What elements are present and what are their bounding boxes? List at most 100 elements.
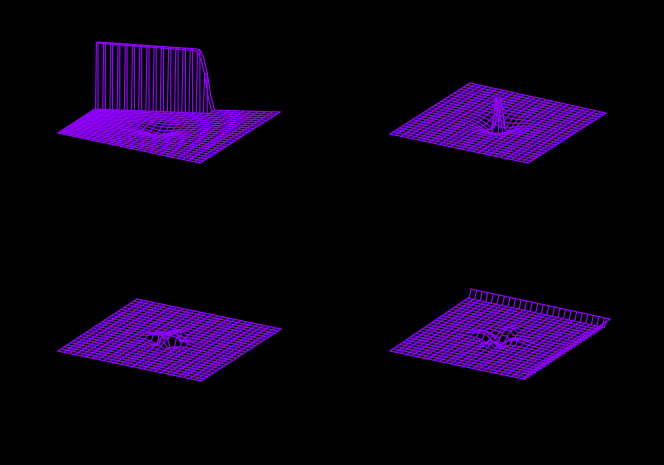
- mesh-line-v: [137, 314, 219, 369]
- mesh-line-u: [470, 288, 611, 320]
- mesh-line-v: [449, 95, 531, 148]
- mesh-line-u: [437, 317, 578, 348]
- mesh-line-u: [63, 128, 214, 156]
- mesh-line-u: [114, 312, 260, 345]
- mesh-line-v: [74, 42, 121, 138]
- mesh-line-u: [434, 104, 573, 136]
- mesh-line-v: [85, 43, 136, 140]
- mesh-line-u: [447, 310, 588, 342]
- mesh-line-v: [91, 44, 143, 142]
- mesh-line-u: [453, 92, 592, 124]
- mesh-line-v: [389, 288, 472, 352]
- mesh-line-u: [405, 339, 546, 370]
- mesh-line-v: [148, 109, 216, 154]
- surface-panel-dip: [57, 298, 282, 382]
- mesh-line-v: [438, 299, 522, 363]
- mesh-line-u: [84, 114, 256, 129]
- mesh-line-u: [104, 319, 250, 351]
- mesh-line-v: [460, 303, 545, 367]
- mesh-line-v: [108, 45, 165, 145]
- mesh-line-u: [443, 98, 582, 130]
- mesh-line-u: [456, 90, 595, 122]
- mesh-line-v: [85, 304, 167, 358]
- mesh-line-u: [92, 109, 272, 119]
- mesh-line-v: [505, 107, 586, 160]
- mesh-line-v: [200, 328, 282, 382]
- mesh-line-v: [62, 299, 144, 354]
- mesh-line-v: [177, 323, 259, 378]
- mesh-line-u: [78, 118, 243, 138]
- mesh-line-u: [136, 298, 282, 330]
- mesh-line-v: [114, 310, 196, 364]
- mesh-line-v: [74, 301, 156, 356]
- mesh-line-u: [434, 319, 575, 350]
- mesh-line-u: [120, 308, 266, 341]
- mesh-line-u: [63, 346, 209, 378]
- surface-panel-spike: [389, 82, 607, 164]
- mesh-line-u: [454, 306, 595, 337]
- mesh-line-u: [459, 88, 598, 120]
- mesh-line-v: [160, 319, 242, 374]
- mesh-line-v: [516, 109, 596, 162]
- mesh-line-u: [110, 314, 257, 347]
- surface-panel-hole: [389, 288, 611, 381]
- mesh-line-v: [389, 82, 471, 135]
- mesh-line-v: [394, 83, 477, 137]
- mesh-line-v: [466, 305, 550, 369]
- mesh-line-v: [136, 49, 201, 151]
- mesh-line-u: [107, 316, 253, 349]
- mesh-line-u: [60, 130, 208, 160]
- mesh-line-v: [165, 320, 248, 375]
- mesh-line-v: [120, 311, 202, 366]
- mesh-line-v: [154, 318, 236, 373]
- mesh-line-v: [477, 307, 561, 371]
- mesh-line-v: [153, 109, 223, 155]
- mesh-line-u: [60, 348, 205, 380]
- mesh-line-u: [411, 334, 552, 365]
- mesh-line-v: [170, 110, 245, 158]
- mesh-line-u: [415, 332, 555, 363]
- mesh-line-v: [182, 324, 265, 379]
- mesh-line-v: [499, 106, 580, 159]
- mesh-line-u: [69, 341, 215, 374]
- mesh-line-u: [57, 350, 202, 382]
- mesh-line-u: [463, 299, 605, 331]
- mesh-line-u: [437, 102, 576, 134]
- mesh-line-v: [394, 289, 478, 354]
- mesh-line-u: [414, 116, 554, 148]
- mesh-line-u: [123, 306, 269, 339]
- mesh-line-u: [89, 111, 265, 123]
- mesh-line-u: [444, 312, 585, 344]
- mesh-line-u: [402, 341, 542, 372]
- mesh-line-v: [119, 46, 179, 148]
- mesh-line-v: [102, 307, 184, 362]
- mesh-line-v: [482, 308, 567, 372]
- mesh-line-v: [176, 110, 252, 160]
- mesh-line-u: [431, 321, 572, 352]
- mesh-line-v: [527, 318, 611, 374]
- mesh-line-v: [510, 314, 595, 378]
- mesh-line-v: [411, 86, 493, 140]
- mesh-line-u: [466, 84, 604, 116]
- mesh-line-u: [88, 329, 234, 361]
- mesh-line-u: [66, 344, 212, 376]
- mesh-line-v: [416, 88, 499, 141]
- mesh-line-u: [79, 335, 225, 368]
- mesh-line-u: [408, 337, 549, 368]
- mesh-line-u: [428, 323, 569, 355]
- mesh-line-u: [389, 133, 529, 164]
- mesh-line-u: [469, 82, 607, 114]
- mesh-line-v: [477, 101, 558, 154]
- mesh-line-u: [467, 297, 608, 329]
- mesh-line-v: [455, 96, 537, 149]
- mesh-line-v: [68, 42, 114, 137]
- mesh-line-u: [126, 304, 273, 336]
- mesh-line-u: [129, 302, 276, 334]
- mesh-line-u: [392, 131, 532, 162]
- mesh-line-u: [90, 110, 268, 121]
- mesh-line-u: [402, 125, 542, 156]
- mesh-line-v: [142, 72, 209, 152]
- mesh-line-v: [405, 291, 489, 356]
- mesh-line-v: [505, 313, 589, 377]
